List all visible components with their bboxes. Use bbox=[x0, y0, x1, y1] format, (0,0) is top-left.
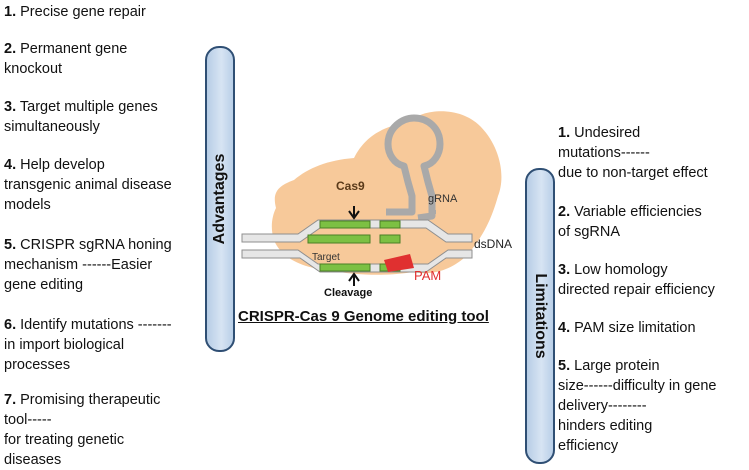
limitation-item-3: 3. Low homology directed repair efficien… bbox=[558, 262, 715, 298]
target-label: Target bbox=[312, 252, 340, 263]
pam-block bbox=[384, 254, 414, 272]
advantage-item-3: 3. Target multiple genes simultaneously bbox=[4, 99, 158, 135]
advantage-item-4: 4. Help develop transgenic animal diseas… bbox=[4, 157, 172, 213]
limitation-item-1: 1. Undesired mutations------ due to non-… bbox=[558, 125, 708, 181]
advantage-item-7: 7. Promising therapeutic tool----- for t… bbox=[4, 392, 161, 468]
advantages-pill: Advantages bbox=[205, 46, 235, 352]
target-segment-top-left bbox=[319, 220, 371, 229]
cleavage-arrow-bottom bbox=[348, 272, 360, 286]
advantages-label: Advantages bbox=[211, 153, 228, 245]
guide-segment-mid-left bbox=[307, 234, 371, 244]
dsdna-label: dsDNA bbox=[474, 237, 512, 251]
limitation-item-5: 5. Large protein size------difficulty in… bbox=[558, 358, 717, 454]
cleavage-label: Cleavage bbox=[324, 287, 372, 299]
target-segment-bottom-left bbox=[319, 263, 371, 272]
limitation-item-2: 2. Variable efficiencies of sgRNA bbox=[558, 204, 702, 240]
advantage-item-6: 6. Identify mutations ------- in import … bbox=[4, 317, 172, 373]
grna-label: gRNA bbox=[428, 193, 458, 205]
guide-segment-mid-right bbox=[379, 234, 401, 244]
diagram-title: CRISPR-Cas 9 Genome editing tool bbox=[238, 308, 489, 325]
target-segment-top-right bbox=[379, 220, 401, 229]
crispr-cas9-diagram: Cas9 gRNA Target PAM dsDNA Cleavage bbox=[241, 111, 512, 299]
dsdna-strands bbox=[241, 219, 473, 273]
cleavage-arrow-top bbox=[348, 206, 360, 220]
advantage-item-2: 2. Permanent gene knockout bbox=[4, 41, 128, 77]
pam-label: PAM bbox=[414, 268, 441, 283]
advantage-item-5: 5. CRISPR sgRNA honing mechanism ------E… bbox=[4, 237, 172, 293]
limitation-item-4: 4. PAM size limitation bbox=[558, 320, 696, 336]
advantage-item-1: 1. Precise gene repair bbox=[4, 4, 146, 20]
limitations-pill: Limitations bbox=[525, 168, 555, 464]
cas9-label: Cas9 bbox=[336, 179, 365, 193]
grna-structure bbox=[384, 114, 444, 222]
